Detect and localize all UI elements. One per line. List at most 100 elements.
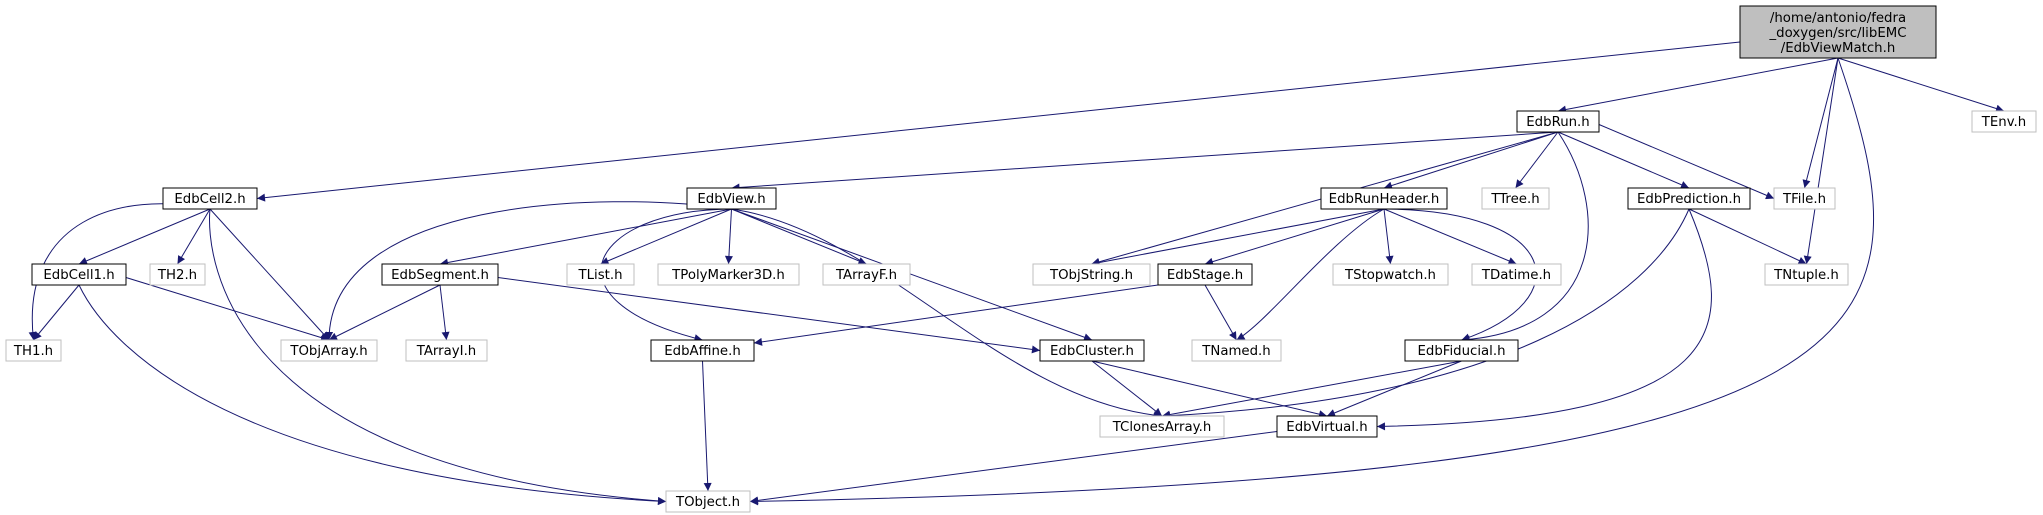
edge-EdbRun-to-EdbRunHeader <box>1383 131 1559 190</box>
edge-root-to-EdbRun <box>1557 57 1839 114</box>
node-TEnv[interactable]: TEnv.h <box>1971 110 2037 133</box>
edge-EdbRun-to-EdbFiducial <box>1461 131 1589 344</box>
node-TStopwatch[interactable]: TStopwatch.h <box>1332 263 1449 286</box>
node-label: EdbFiducial.h <box>1417 344 1505 359</box>
node-EdbPrediction[interactable]: EdbPrediction.h <box>1627 187 1751 210</box>
node-TFile[interactable]: TFile.h <box>1773 187 1836 210</box>
node-TClonesArray[interactable]: TClonesArray.h <box>1099 415 1225 438</box>
node-TH1[interactable]: TH1.h <box>5 339 62 362</box>
node-EdbAffine[interactable]: EdbAffine.h <box>650 339 755 362</box>
edge-EdbView-to-TList <box>600 208 732 265</box>
node-label: EdbSegment.h <box>391 268 489 283</box>
node-label: TEnv.h <box>1981 115 2026 130</box>
edge-EdbRunHeader-to-TNamed <box>1236 208 1385 341</box>
node-TObjArray[interactable]: TObjArray.h <box>280 339 378 362</box>
node-box <box>1404 339 1519 362</box>
edge-EdbCell2-to-TObjArray <box>209 208 330 341</box>
node-box <box>1099 415 1225 438</box>
node-TH2[interactable]: TH2.h <box>149 263 206 286</box>
edge-EdbView-to-EdbCluster <box>731 208 1093 342</box>
node-EdbCell2[interactable]: EdbCell2.h <box>162 187 258 210</box>
edge-EdbRun-to-EdbView <box>731 131 1559 192</box>
node-label: TObjString.h <box>1049 268 1133 283</box>
node-TNamed[interactable]: TNamed.h <box>1191 339 1282 362</box>
node-TArrayI[interactable]: TArrayI.h <box>405 339 488 362</box>
node-EdbCell1[interactable]: EdbCell1.h <box>31 263 127 286</box>
node-TList[interactable]: TList.h <box>566 263 635 286</box>
node-TNtuple[interactable]: TNtuple.h <box>1764 263 1849 286</box>
node-label: TObject.h <box>675 495 740 510</box>
node-label: TArrayI.h <box>416 344 476 359</box>
node-box <box>1320 187 1448 210</box>
node-EdbRunHeader[interactable]: EdbRunHeader.h <box>1320 187 1448 210</box>
node-box <box>31 263 127 286</box>
edge-EdbRunHeader-to-EdbStage <box>1204 208 1385 266</box>
node-box <box>686 187 777 210</box>
node-box <box>566 263 635 286</box>
edge-EdbAffine-to-TObject <box>702 360 712 492</box>
edge-EdbStage-to-EdbAffine <box>753 284 1159 346</box>
node-box <box>405 339 488 362</box>
node-label: TPolyMarker3D.h <box>671 268 785 283</box>
node-label: EdbRunHeader.h <box>1329 192 1440 207</box>
node-label: EdbAffine.h <box>664 344 741 359</box>
edge-EdbCell2-to-TH2 <box>177 208 211 265</box>
node-EdbSegment[interactable]: EdbSegment.h <box>381 263 499 286</box>
node-EdbVirtual[interactable]: EdbVirtual.h <box>1276 415 1378 438</box>
root-label-line2: _doxygen/src/libEMC <box>1769 26 1907 41</box>
edge-EdbRunHeader-to-TObjString <box>1091 208 1385 267</box>
node-layer: /home/antonio/fedra _doxygen/src/libEMC … <box>5 5 2037 513</box>
node-label: EdbPrediction.h <box>1637 192 1741 207</box>
node-TDatime[interactable]: TDatime.h <box>1471 263 1562 286</box>
node-TTree[interactable]: TTree.h <box>1481 187 1550 210</box>
node-TObject[interactable]: TObject.h <box>665 490 751 513</box>
edge-root-to-EdbCell2 <box>256 41 1741 202</box>
edge-EdbCell2-to-TObject <box>209 208 667 505</box>
node-TObjString[interactable]: TObjString.h <box>1032 263 1151 286</box>
node-box <box>1332 263 1449 286</box>
edge-EdbFiducial-to-EdbVirtual <box>1326 360 1462 417</box>
edge-EdbSegment-to-TObjArray <box>328 284 441 341</box>
node-box <box>1481 187 1550 210</box>
edge-EdbCell1-to-TH1 <box>33 284 80 341</box>
node-EdbFiducial[interactable]: EdbFiducial.h <box>1404 339 1519 362</box>
node-box <box>5 339 62 362</box>
node-label: TStopwatch.h <box>1344 268 1436 283</box>
edge-EdbSegment-to-TArrayI <box>439 284 450 341</box>
edge-EdbRun-to-EdbPrediction <box>1557 131 1690 189</box>
node-label: TArrayF.h <box>835 268 897 283</box>
node-TPolyMarker3D[interactable]: TPolyMarker3D.h <box>657 263 800 286</box>
node-box <box>162 187 258 210</box>
edge-EdbRunHeader-to-TDatime <box>1383 208 1517 265</box>
node-root[interactable]: /home/antonio/fedra _doxygen/src/libEMC … <box>1739 5 1937 59</box>
node-TArrayF[interactable]: TArrayF.h <box>822 263 911 286</box>
node-label: EdbStage.h <box>1167 268 1243 283</box>
node-label: TTree.h <box>1490 192 1539 207</box>
node-label: EdbRun.h <box>1526 115 1589 130</box>
edge-EdbCell1-to-TObjArray <box>125 277 330 342</box>
node-box <box>1773 187 1836 210</box>
node-box <box>1764 263 1849 286</box>
node-label: TNamed.h <box>1201 344 1270 359</box>
node-label: TClonesArray.h <box>1112 420 1212 435</box>
node-EdbView[interactable]: EdbView.h <box>686 187 777 210</box>
edge-EdbView-to-EdbSegment <box>439 208 732 267</box>
edge-EdbCell1-to-TObject <box>78 284 667 506</box>
node-EdbStage[interactable]: EdbStage.h <box>1157 263 1253 286</box>
node-box <box>1516 110 1600 133</box>
edge-EdbPrediction-to-TNtuple <box>1688 208 1807 265</box>
node-label: TDatime.h <box>1481 268 1551 283</box>
edge-EdbCell2-to-EdbCell1 <box>78 208 211 265</box>
edge-EdbVirtual-to-TObject <box>749 431 1278 505</box>
root-label-line3: /EdbViewMatch.h <box>1781 41 1896 56</box>
node-EdbCluster[interactable]: EdbCluster.h <box>1039 339 1145 362</box>
edge-root-to-TFile <box>1802 57 1839 189</box>
node-box <box>1971 110 2037 133</box>
edge-EdbPrediction-to-TClonesArray <box>1161 208 1690 420</box>
edge-root-to-TObject <box>749 57 1875 506</box>
edge-EdbRun-to-TTree <box>1515 131 1559 189</box>
node-label: TNtuple.h <box>1773 268 1839 283</box>
node-box <box>1157 263 1253 286</box>
edge-root-to-TEnv <box>1837 57 2005 113</box>
node-EdbRun[interactable]: EdbRun.h <box>1516 110 1600 133</box>
